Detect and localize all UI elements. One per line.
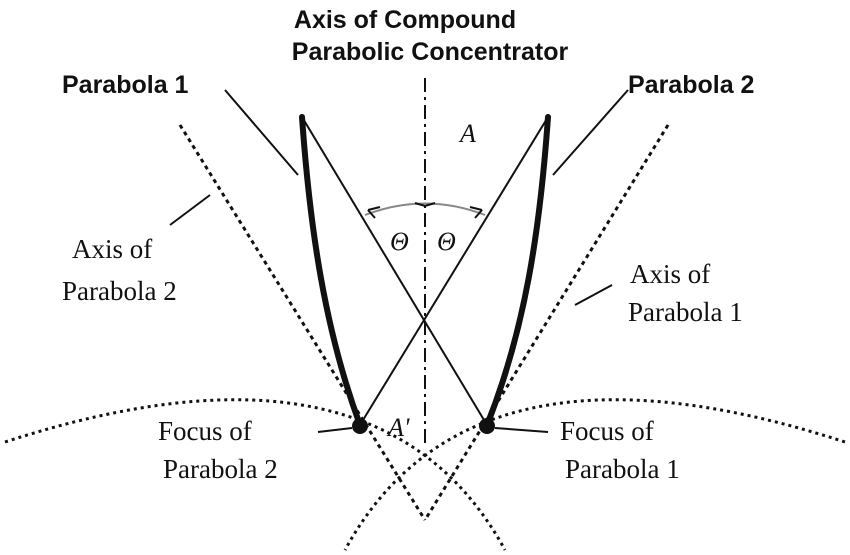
parabola-1-label: Parabola 1 — [62, 71, 189, 99]
theta-arc — [364, 202, 486, 216]
axis-of-parabola-1-line — [423, 124, 670, 521]
bottom-arc-right — [343, 398, 846, 551]
leader-parabola-1 — [224, 89, 299, 176]
leader-focus-parabola-1 — [494, 427, 549, 433]
theta-right-label: Θ — [437, 227, 456, 256]
leader-axis-parabola-2 — [169, 194, 211, 226]
parabola-1-curve — [299, 114, 363, 428]
theta-left-label: Θ — [390, 227, 409, 256]
leader-parabola-2 — [552, 89, 629, 176]
bottom-arc-left — [4, 398, 507, 551]
focus-of-parabola-2-label-line2: Parabola 2 — [163, 454, 278, 484]
axis-of-parabola-2-line — [178, 124, 427, 521]
axis-of-parabola-2-label-line2: Parabola 2 — [62, 276, 177, 306]
axis-of-parabola-1-label-line2: Parabola 1 — [628, 297, 743, 327]
focus-of-parabola-1-label-line1: Focus of — [560, 416, 654, 446]
parabola-2-label: Parabola 2 — [628, 71, 754, 99]
edge-ray-left — [301, 116, 488, 426]
focus-of-parabola-1-label-line2: Parabola 1 — [565, 454, 680, 484]
edge-ray-right — [359, 116, 549, 426]
aperture-bottom-label: A' — [386, 413, 410, 442]
cpc-axis-label-line1: Axis of Compound — [294, 6, 516, 34]
parabola-2-curve — [484, 114, 551, 428]
focus-of-parabola-2-dot — [352, 418, 368, 434]
theta-arrow-center — [414, 202, 436, 208]
cpc-axis-label-line2: Parabolic Concentrator — [292, 38, 569, 66]
focus-of-parabola-2-label-line1: Focus of — [158, 416, 252, 446]
leader-axis-parabola-1 — [574, 284, 613, 306]
axis-of-parabola-2-label-line1: Axis of — [72, 234, 152, 264]
leader-focus-parabola-2 — [317, 427, 353, 433]
theta-arrow-right — [469, 206, 483, 219]
focus-of-parabola-1-dot — [479, 418, 495, 434]
theta-arrow-left — [367, 206, 381, 219]
axis-of-parabola-1-label-line1: Axis of — [630, 259, 710, 289]
aperture-top-label: A — [458, 119, 476, 148]
